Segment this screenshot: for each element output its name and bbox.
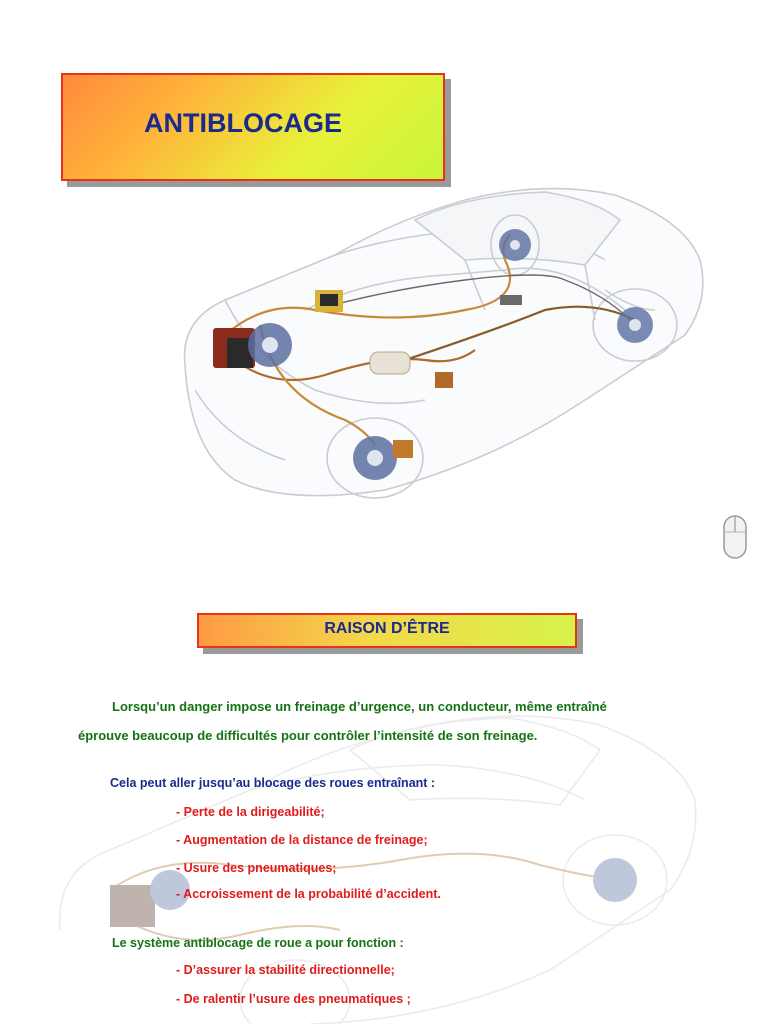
list-item: - Accroissement de la probabilité d’acci… — [176, 887, 441, 901]
page-title: ANTIBLOCAGE — [144, 107, 342, 138]
list-item: - Perte de la dirigeabilité; — [176, 805, 325, 819]
intro-line-1: Lorsqu’un danger impose un freinage d’ur… — [112, 699, 607, 714]
list-item: - D’assurer la stabilité directionnelle; — [176, 963, 395, 977]
function-lead: Le système antiblocage de roue a pour fo… — [112, 936, 404, 950]
car-background-illustration — [58, 715, 697, 1024]
title-banner: ANTIBLOCAGE — [61, 73, 445, 181]
list-item: - De ralentir l’usure des pneumatiques ; — [176, 992, 411, 1006]
list-item: - Usure des pneumatiques; — [176, 861, 337, 875]
list-item: - Augmentation de la distance de freinag… — [176, 833, 428, 847]
section-banner: RAISON D’ÊTRE — [197, 613, 577, 648]
mouse-icon — [723, 515, 747, 559]
car-abs-illustration — [183, 187, 704, 499]
section-title: RAISON D’ÊTRE — [324, 619, 450, 637]
intro-line-2: éprouve beaucoup de difficultés pour con… — [78, 728, 538, 743]
consequence-lead: Cela peut aller jusqu’au blocage des rou… — [110, 776, 436, 790]
